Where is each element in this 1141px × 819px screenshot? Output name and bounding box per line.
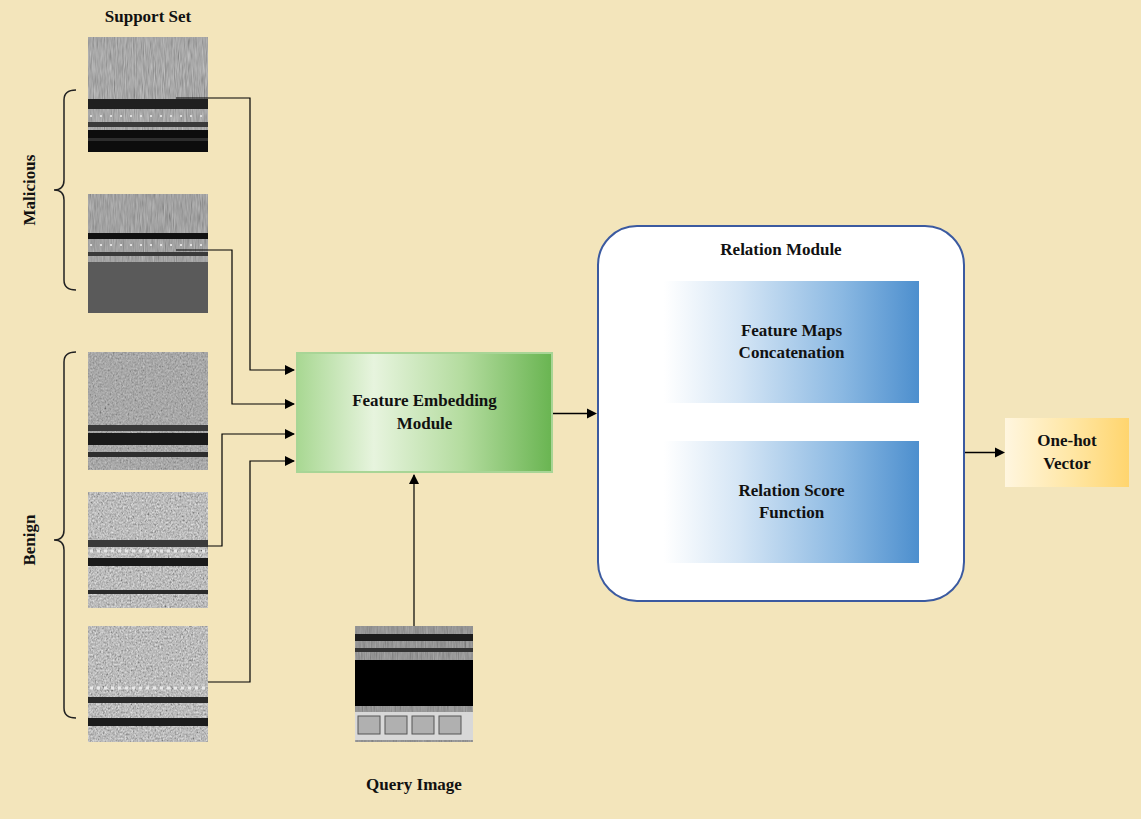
brace (54, 90, 76, 290)
group-label: Benign (20, 514, 40, 565)
process-box: Relation Score Function (664, 441, 919, 563)
section-label: Support Set (105, 7, 191, 27)
output-box: One-hot Vector (1005, 418, 1129, 487)
node-text: Relation Module (616, 239, 946, 261)
malware-image (88, 194, 208, 313)
node-text: Feature Embedding Module (340, 390, 510, 434)
arrowhead (995, 448, 1005, 458)
query-image (355, 626, 473, 742)
embedding-box: Feature Embedding Module (296, 352, 553, 473)
connector-arrow (965, 448, 1005, 458)
node-text: Relation Score Function (722, 480, 862, 524)
malware-image (88, 37, 208, 152)
benign-image (88, 492, 208, 608)
node-text: One-hot Vector (1017, 430, 1117, 474)
module-container: Relation ModuleFeature Maps Concatenatio… (597, 225, 965, 602)
process-box: Feature Maps Concatenation (664, 281, 919, 403)
benign-image (88, 626, 208, 742)
connector-line (553, 413, 589, 415)
connector-arrow (553, 409, 597, 419)
benign-image (88, 352, 208, 470)
caption-label: Query Image (366, 775, 462, 795)
brace (54, 352, 76, 718)
arrowhead (587, 409, 597, 419)
group-label: Malicious (20, 155, 40, 226)
node-text: Feature Maps Concatenation (722, 320, 862, 364)
connector-line (965, 452, 997, 454)
